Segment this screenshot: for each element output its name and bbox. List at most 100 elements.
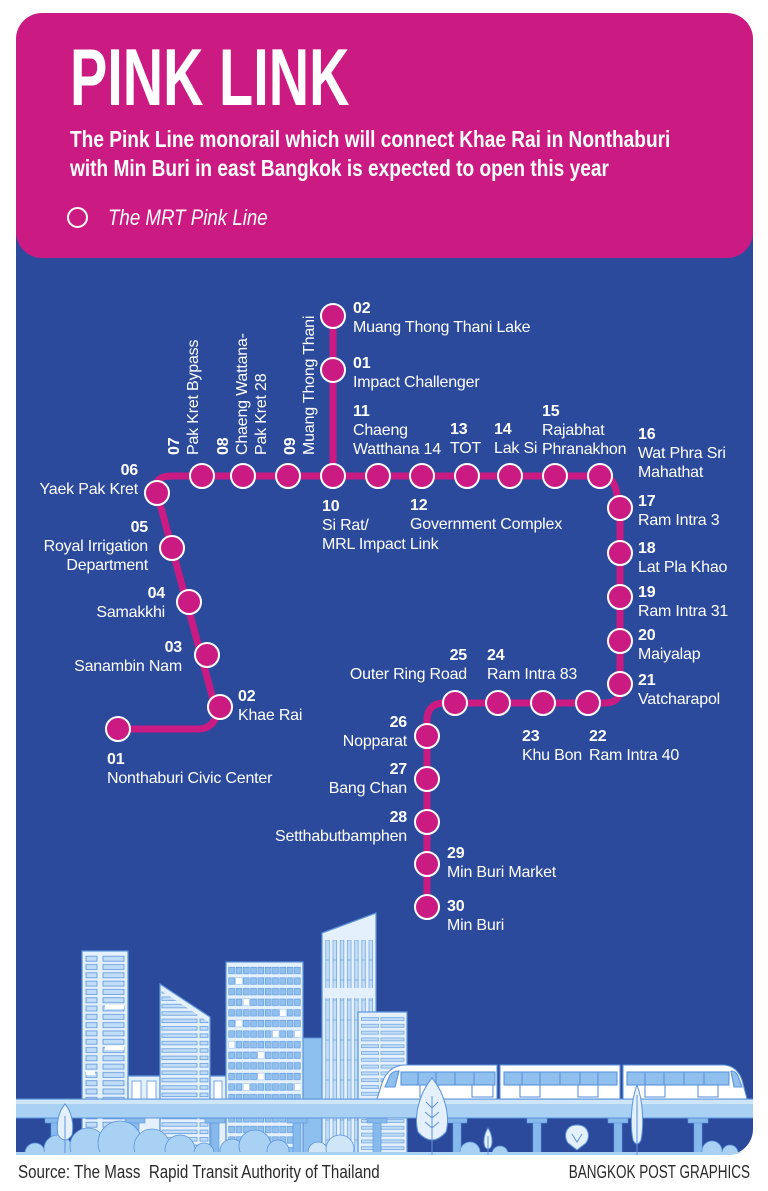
station-name: Nopparat	[342, 733, 407, 750]
station-number: 21	[638, 672, 656, 689]
station-marker-25	[442, 690, 468, 716]
station-name: Bang Chan	[328, 780, 407, 797]
tree-icon	[630, 1083, 644, 1155]
station-marker-02	[207, 694, 233, 720]
station-marker-06	[144, 480, 170, 506]
tree-icon	[565, 1124, 589, 1151]
station-name: Maiyalap	[638, 646, 701, 663]
station-name: Yaek Pak Kret	[39, 481, 139, 498]
station-marker-12	[409, 463, 435, 489]
station-name: Wat Phra Sri Mahathat	[638, 445, 726, 481]
graphics-credit: BANGKOK POST GRAPHICS	[568, 1162, 750, 1182]
station-marker-03	[194, 642, 220, 668]
pink-line-station-ring-icon	[67, 207, 88, 228]
station-number: 09	[282, 437, 299, 455]
station-marker-08	[230, 463, 256, 489]
page-title: PINK LINK	[70, 33, 350, 123]
station-marker-07	[189, 463, 215, 489]
station-marker-21	[607, 671, 633, 697]
station-name: Royal Irrigation Department	[43, 538, 149, 574]
station-number: 04	[147, 585, 166, 602]
station-marker-04	[176, 589, 202, 615]
map-panel	[16, 232, 753, 1155]
station-name: Muang Thong Thani	[301, 315, 318, 455]
station-name: Chaeng Wattana- Pak Kret 28	[234, 333, 270, 455]
branch-station-marker-02	[320, 303, 346, 329]
station-number: 24	[487, 647, 505, 664]
station-number: 27	[389, 761, 408, 778]
station-marker-16	[587, 463, 613, 489]
station-marker-19	[607, 584, 633, 610]
subtitle: The Pink Line monorail which will connec…	[70, 125, 670, 183]
station-name: Nonthaburi Civic Center	[107, 770, 273, 787]
station-name: Pak Kret Bypass	[185, 339, 202, 455]
legend-label: The MRT Pink Line	[108, 205, 268, 230]
station-marker-27	[414, 766, 440, 792]
station-name: TOT	[450, 440, 482, 457]
station-number: 19	[638, 584, 656, 601]
station-number: 16	[638, 426, 656, 443]
station-number: 05	[130, 519, 149, 536]
station-name: Lak Si	[494, 440, 538, 457]
station-number: 15	[542, 403, 560, 420]
station-name: Sanambin Nam	[74, 658, 182, 675]
station-number: 03	[164, 639, 183, 656]
station-marker-17	[607, 495, 633, 521]
branch-station-marker-01	[320, 357, 346, 383]
station-marker-09	[275, 463, 301, 489]
station-number: 29	[447, 845, 465, 862]
station-name: Khu Bon	[522, 747, 582, 764]
station-name: Ram Intra 40	[589, 747, 680, 764]
station-marker-24	[485, 690, 511, 716]
station-marker-18	[607, 540, 633, 566]
station-number: 08	[215, 437, 232, 455]
station-name: Si Rat/ MRL Impact Link	[322, 517, 439, 553]
station-marker-11	[365, 463, 391, 489]
station-name: Government Complex	[410, 516, 563, 533]
station-marker-15	[542, 463, 568, 489]
station-name: Lat Pla Khao	[638, 559, 728, 576]
station-number: 28	[389, 809, 408, 826]
station-name: Vatcharapol	[638, 691, 721, 708]
station-number: 01	[353, 355, 371, 372]
station-number: 02	[238, 688, 256, 705]
station-name: Samakkhi	[96, 604, 165, 621]
station-number: 20	[638, 627, 656, 644]
station-name: Rajabhat Phranakhon	[542, 422, 627, 458]
station-number: 18	[638, 540, 656, 557]
station-number: 25	[449, 647, 468, 664]
station-marker-14	[497, 463, 523, 489]
station-marker-26	[414, 723, 440, 749]
station-marker-22	[575, 690, 601, 716]
pillars	[44, 1117, 709, 1155]
station-number: 23	[522, 728, 540, 745]
station-number: 13	[450, 421, 468, 438]
